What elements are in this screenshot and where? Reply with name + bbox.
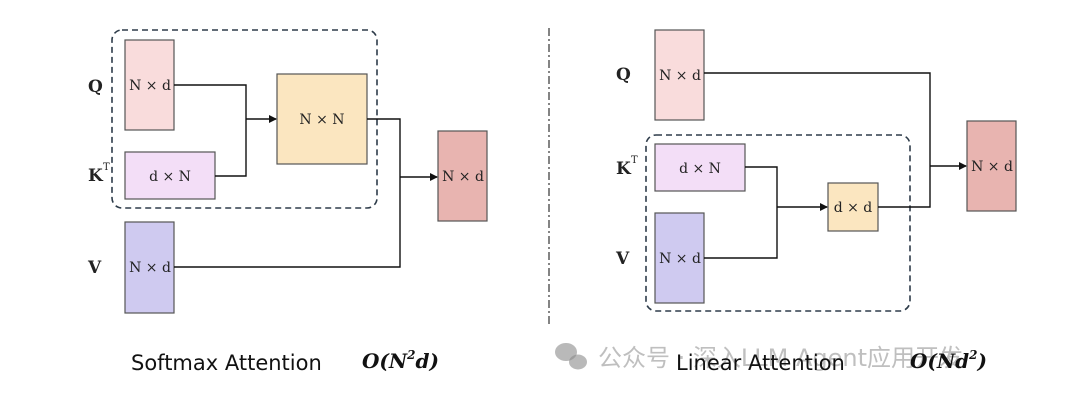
- v-label: V: [615, 249, 630, 269]
- v-matrix-box: [124, 221, 175, 314]
- q-to-output-connector: [704, 72, 931, 166]
- qk-product-dim: N × N: [299, 112, 344, 128]
- softmax-attention-panel: Q K T V N × d d × N N × d N × N N × d So…: [87, 29, 488, 375]
- qk-product-box: [276, 73, 368, 165]
- kv-to-output-connector: [878, 166, 931, 208]
- kv-product-dim: d × d: [834, 200, 873, 216]
- qk-to-output-connector: [367, 118, 401, 177]
- k-matrix-box: [124, 151, 216, 200]
- q-to-qk-connector: [174, 84, 247, 119]
- k-label: K: [616, 159, 632, 179]
- softmax-caption: Softmax Attention: [131, 351, 322, 375]
- q-matrix-box: [124, 39, 175, 131]
- q-matrix-dim: N × d: [659, 68, 701, 84]
- k-transpose-sup: T: [103, 162, 110, 173]
- v-to-output-connector: [174, 177, 401, 268]
- k-matrix-dim: d × N: [149, 169, 191, 185]
- k-label: K: [88, 166, 104, 186]
- k-matrix-dim: d × N: [679, 161, 721, 177]
- kv-dashed-group: [645, 134, 911, 312]
- softmax-complexity: O(N2d): [362, 348, 439, 373]
- v-matrix-box: [654, 212, 705, 304]
- linear-caption: Linear Attention: [676, 351, 845, 375]
- output-matrix-dim: N × d: [971, 159, 1013, 175]
- q-label: Q: [88, 77, 103, 97]
- v-label: V: [87, 258, 102, 278]
- v-matrix-dim: N × d: [129, 260, 171, 276]
- k-to-qk-connector: [215, 119, 247, 177]
- output-matrix-box: [966, 120, 1017, 212]
- kv-product-box: [827, 182, 879, 232]
- k-to-kv-connector: [745, 166, 778, 207]
- watermark-text: 公众号 · 深入LLM Agent应用开发: [598, 344, 963, 372]
- q-label: Q: [616, 65, 631, 85]
- qk-dashed-group: [111, 29, 378, 209]
- linear-attention-panel: Q K T V N × d d × N N × d d × d N × d 公众…: [555, 29, 1017, 375]
- watermark: 公众号 · 深入LLM Agent应用开发: [555, 343, 963, 372]
- output-matrix-dim: N × d: [442, 169, 484, 185]
- v-matrix-dim: N × d: [659, 251, 701, 267]
- q-matrix-box: [654, 29, 705, 121]
- wechat-icon: [555, 343, 587, 370]
- v-to-kv-connector: [704, 207, 778, 259]
- linear-complexity: O(Nd2): [910, 348, 987, 373]
- k-transpose-sup: T: [631, 155, 638, 166]
- q-matrix-dim: N × d: [129, 78, 171, 94]
- output-matrix-box: [437, 130, 488, 222]
